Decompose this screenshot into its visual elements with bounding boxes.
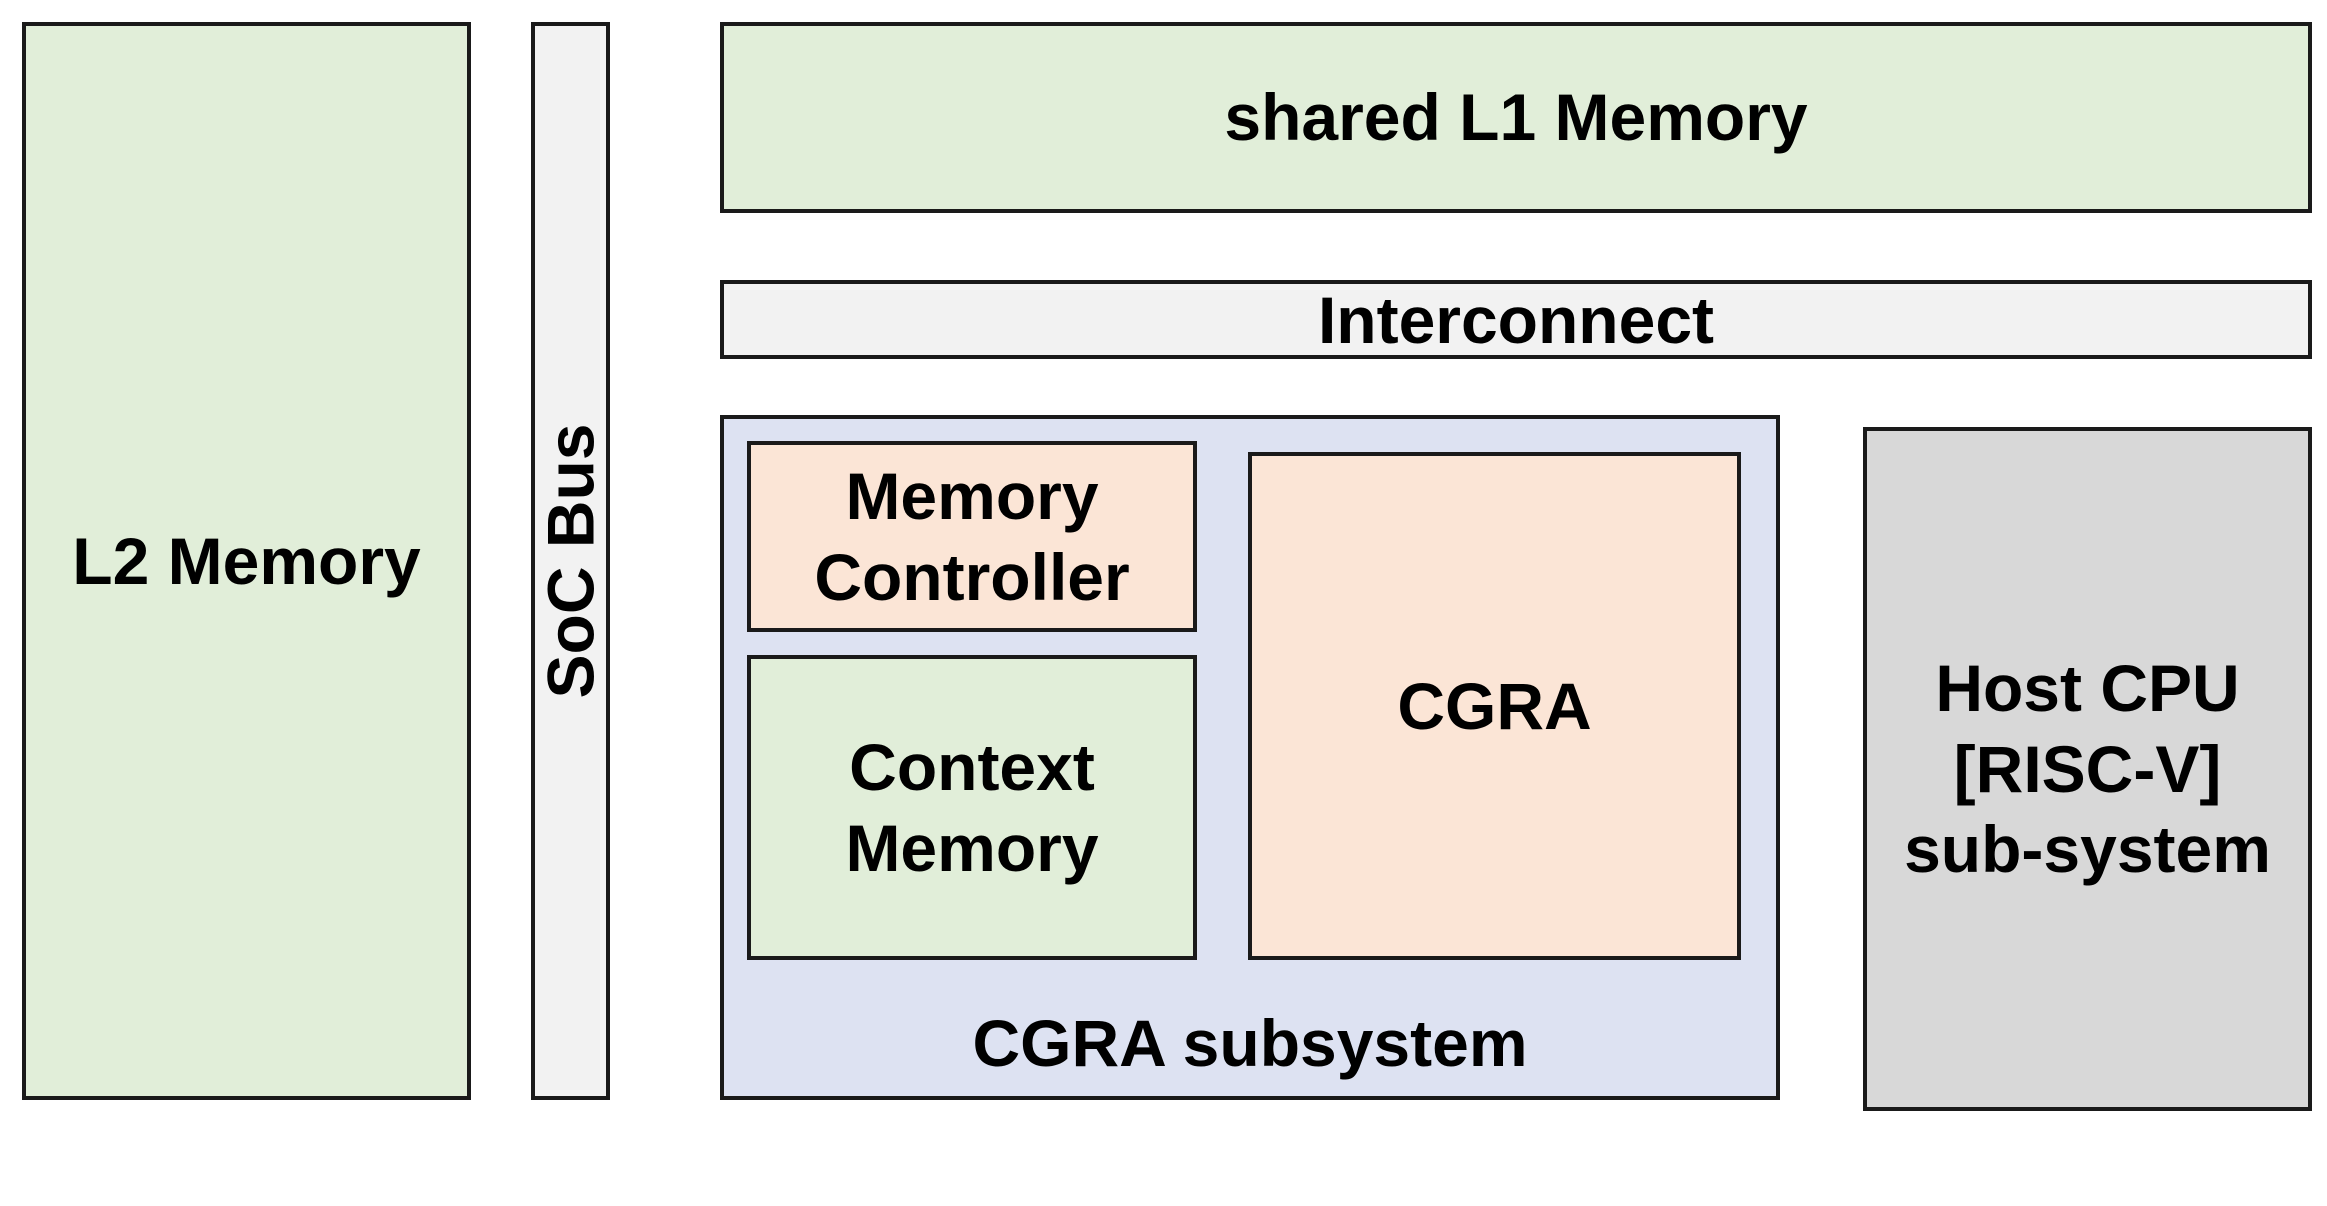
shared-l1-memory-block: shared L1 Memory bbox=[720, 22, 2312, 213]
shared-l1-memory-label: shared L1 Memory bbox=[1224, 80, 1808, 155]
cgra-subsystem-label: CGRA subsystem bbox=[972, 1006, 1528, 1081]
memory-controller-block: Memory Controller bbox=[747, 441, 1197, 632]
soc-bus-label: SoC Bus bbox=[533, 423, 608, 699]
context-memory-label: Context Memory bbox=[845, 729, 1099, 885]
cgra-label: CGRA bbox=[1397, 668, 1592, 743]
cgra-block: CGRA bbox=[1248, 452, 1741, 960]
interconnect-block: Interconnect bbox=[720, 280, 2312, 359]
l2-memory-block: L2 Memory bbox=[22, 22, 471, 1100]
l2-memory-label: L2 Memory bbox=[72, 523, 421, 598]
interconnect-label: Interconnect bbox=[1317, 282, 1715, 357]
host-cpu-label: Host CPU [RISC-V] sub-system bbox=[1904, 651, 2271, 887]
memory-controller-label: Memory Controller bbox=[814, 458, 1130, 614]
context-memory-block: Context Memory bbox=[747, 655, 1197, 960]
host-cpu-block: Host CPU [RISC-V] sub-system bbox=[1863, 427, 2312, 1111]
soc-bus-block: SoC Bus bbox=[531, 22, 610, 1100]
